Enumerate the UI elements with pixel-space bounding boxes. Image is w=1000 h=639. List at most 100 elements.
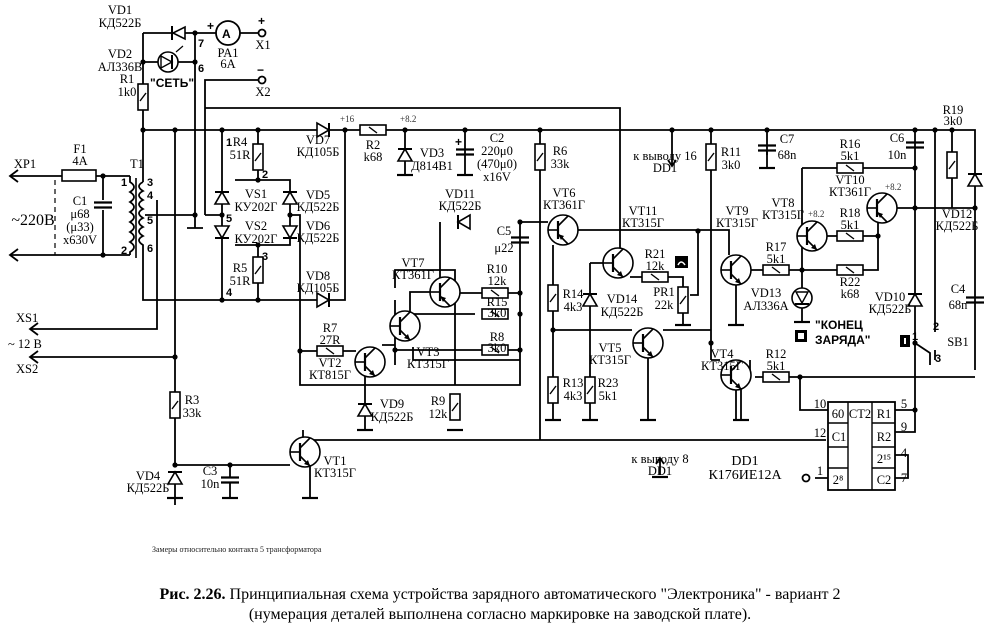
resistor-r7 — [316, 345, 344, 357]
svg-text:−: − — [257, 63, 264, 77]
svg-text:R2: R2 — [877, 430, 892, 444]
svg-text:2: 2 — [933, 321, 939, 333]
svg-text:1: 1 — [121, 177, 127, 189]
svg-text:12k: 12k — [429, 407, 449, 421]
svg-text:VT9: VT9 — [726, 204, 749, 218]
svg-text:КТ361Г: КТ361Г — [829, 185, 871, 199]
potentiometer-pr1[interactable] — [677, 286, 689, 314]
svg-text:μ68: μ68 — [70, 207, 89, 221]
svg-text:X1: X1 — [255, 38, 270, 52]
diode-vd12-symbol — [967, 173, 983, 187]
transistor-vt8 — [795, 219, 829, 253]
svg-text:1: 1 — [226, 137, 232, 149]
svg-text:КТ315Г: КТ315Г — [589, 353, 631, 367]
resistor-r9 — [449, 393, 461, 421]
svg-text:"КОНЕЦ: "КОНЕЦ — [815, 318, 863, 332]
chip-dd1: 60 CT2 R1 C1 R2 2¹⁵ 2⁸ C2 10 12 1 5 9 4 … — [814, 397, 908, 491]
measurement-note: Замеры относительно контакта 5 трансформ… — [152, 545, 322, 554]
svg-text:1: 1 — [817, 464, 823, 478]
svg-text:5k1: 5k1 — [841, 218, 860, 232]
svg-text:R21: R21 — [645, 247, 666, 261]
svg-text:КД105Б: КД105Б — [297, 281, 340, 295]
svg-text:VS2: VS2 — [245, 219, 267, 233]
svg-text:12: 12 — [814, 426, 827, 440]
terminal-x1[interactable] — [257, 28, 267, 38]
capacitor-c1 — [92, 201, 114, 209]
svg-text:R9: R9 — [431, 394, 446, 408]
resistor-r3 — [169, 391, 181, 419]
figure-caption-line1: Рис. 2.26. Принципиальная схема устройст… — [159, 586, 840, 603]
transistor-vt2 — [353, 345, 387, 379]
svg-text:КТ315Г: КТ315Г — [701, 359, 743, 373]
svg-text:КТ361Г: КТ361Г — [392, 268, 434, 282]
svg-text:КД522Б: КД522Б — [297, 200, 340, 214]
svg-text:R13: R13 — [563, 376, 584, 390]
svg-text:VD6: VD6 — [306, 219, 330, 233]
svg-text:68n: 68n — [778, 148, 798, 162]
svg-text:VD11: VD11 — [445, 187, 475, 201]
switch-sb1[interactable] — [912, 330, 936, 365]
figure-caption-line2: (нумерация деталей выполнена согласно ма… — [249, 606, 751, 623]
resistor-r2 — [359, 124, 387, 136]
terminal-dd1-pin1[interactable] — [801, 473, 811, 483]
svg-text:КУ202Г: КУ202Г — [235, 200, 278, 214]
svg-text:VD1: VD1 — [108, 3, 132, 17]
thyristor-vs1-symbol — [214, 191, 230, 205]
svg-text:R16: R16 — [840, 137, 861, 151]
capacitor-c3 — [219, 476, 241, 484]
thyristor-vs2-symbol — [214, 225, 230, 239]
svg-text:XS2: XS2 — [16, 362, 38, 376]
svg-text:C7: C7 — [780, 132, 795, 146]
svg-text:КУ202Г: КУ202Г — [235, 232, 278, 246]
svg-text:SB1: SB1 — [947, 335, 969, 349]
resistor-r11 — [705, 143, 717, 171]
arrow-to-pin16 — [667, 150, 677, 168]
svg-text:x630V: x630V — [63, 233, 97, 247]
svg-text:VD5: VD5 — [306, 188, 330, 202]
svg-text:DD1: DD1 — [653, 161, 677, 175]
svg-text:3: 3 — [262, 251, 268, 263]
svg-text:VD7: VD7 — [306, 133, 330, 147]
svg-text:R14: R14 — [563, 287, 585, 301]
transistor-vt10 — [865, 191, 899, 225]
svg-text:VT4: VT4 — [711, 347, 735, 361]
svg-text:~ 12 В: ~ 12 В — [8, 337, 42, 351]
svg-text:C1: C1 — [832, 430, 847, 444]
svg-text:КД522Б: КД522Б — [936, 219, 979, 233]
svg-text:R12: R12 — [766, 347, 787, 361]
svg-text:VT8: VT8 — [772, 196, 795, 210]
svg-text:10: 10 — [814, 397, 827, 411]
svg-text:VD13: VD13 — [751, 286, 782, 300]
resistor-r22 — [836, 264, 864, 276]
svg-text:КТ315Г: КТ315Г — [716, 216, 758, 230]
resistor-r23 — [584, 376, 596, 404]
terminal-x2[interactable] — [257, 75, 267, 85]
transistor-vt6 — [546, 213, 580, 247]
svg-text:к выводу 16: к выводу 16 — [633, 149, 696, 163]
svg-text:+: + — [207, 19, 214, 33]
resistor-r6 — [534, 143, 546, 171]
svg-text:+8.2: +8.2 — [400, 114, 416, 124]
resistor-r16 — [836, 162, 864, 174]
svg-text:C3: C3 — [203, 464, 218, 478]
transformer-t1 — [128, 176, 145, 258]
svg-text:XP1: XP1 — [14, 157, 36, 171]
svg-text:R7: R7 — [323, 321, 338, 335]
diode-vd8-symbol — [316, 292, 330, 308]
svg-text:X2: X2 — [255, 85, 270, 99]
svg-text:Д814В1: Д814В1 — [411, 159, 453, 173]
svg-text:2¹⁵: 2¹⁵ — [877, 452, 891, 466]
svg-text:КТ315Г: КТ315Г — [407, 357, 449, 371]
svg-text:3k0: 3k0 — [488, 341, 507, 355]
svg-text:R19: R19 — [943, 103, 964, 117]
svg-text:60: 60 — [832, 407, 845, 421]
svg-text:3: 3 — [935, 353, 941, 365]
svg-text:R4: R4 — [233, 135, 248, 149]
svg-text:VT5: VT5 — [599, 341, 622, 355]
resistor-r19 — [946, 151, 958, 179]
ammeter-pa1: A — [215, 20, 241, 46]
resistor-r12 — [762, 371, 790, 383]
svg-text:3: 3 — [147, 177, 153, 189]
